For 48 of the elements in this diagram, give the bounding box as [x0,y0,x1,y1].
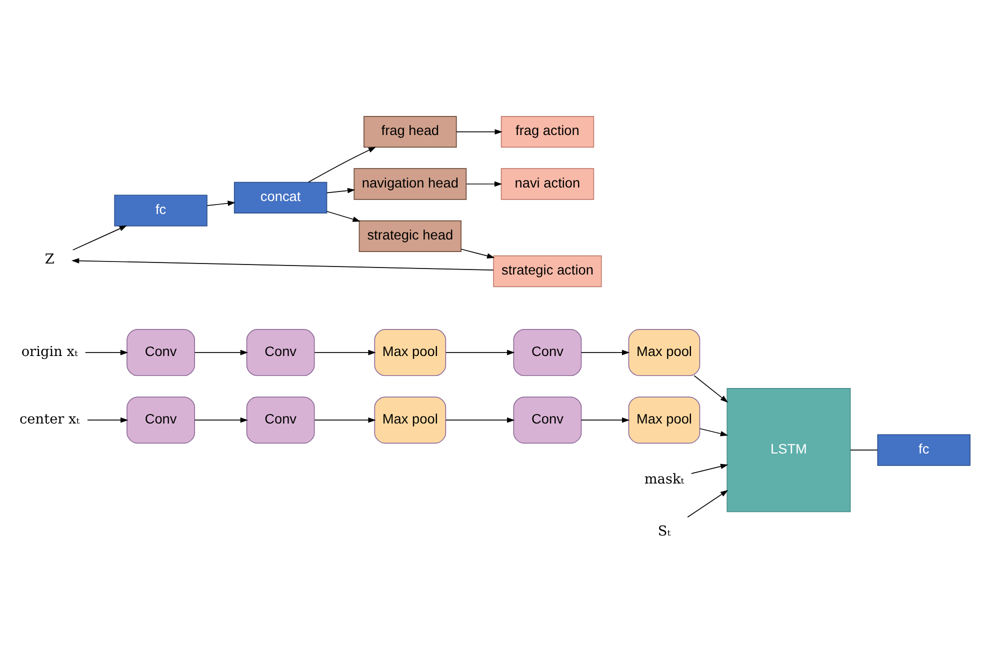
arrow [314,417,376,423]
arrow [194,417,248,423]
node-box: concat [234,182,328,214]
arrow [694,375,728,403]
node-box: LSTM [726,388,851,512]
node-box: navigation head [354,168,467,200]
node-box: Conv [513,396,582,444]
arrow [87,417,128,423]
arrow [687,490,728,518]
node-box: Max pool [374,329,446,376]
node-box: Conv [246,396,315,444]
arrow [326,210,360,222]
node-box: fc [877,434,970,466]
arrow [446,350,515,356]
node-box: Max pool [374,396,446,444]
node-text: center xₜ [20,411,80,428]
node-box: Conv [246,329,315,376]
arrow [84,350,128,356]
arrow [466,181,502,187]
node-text: maskₜ [644,471,684,488]
arrow [326,188,356,194]
node-box: frag head [364,116,457,148]
node-box: Max pool [628,396,700,444]
node-box: navi action [500,168,594,200]
node-box: Max pool [628,329,700,376]
node-box: Conv [126,329,195,376]
node-box: frag action [500,116,594,148]
arrow [71,258,494,270]
arrow [72,225,128,250]
arrow [194,350,248,356]
node-box: strategic action [493,255,602,288]
arrow [691,464,728,474]
arrow [446,417,515,423]
arrow [314,350,376,356]
node-box: fc [114,194,208,226]
arrow [206,200,236,206]
node-text: origin xₜ [21,344,78,360]
node-text: Z [44,251,54,268]
node-box: strategic head [358,220,462,252]
arrow [308,146,376,183]
arrow [460,248,495,259]
node-box: Conv [513,329,582,376]
arrow [580,350,630,356]
node-text: Sₜ [658,523,671,540]
node-box: Conv [126,396,195,444]
arrow [700,428,728,436]
arrow [580,417,630,423]
arrow [456,129,502,135]
